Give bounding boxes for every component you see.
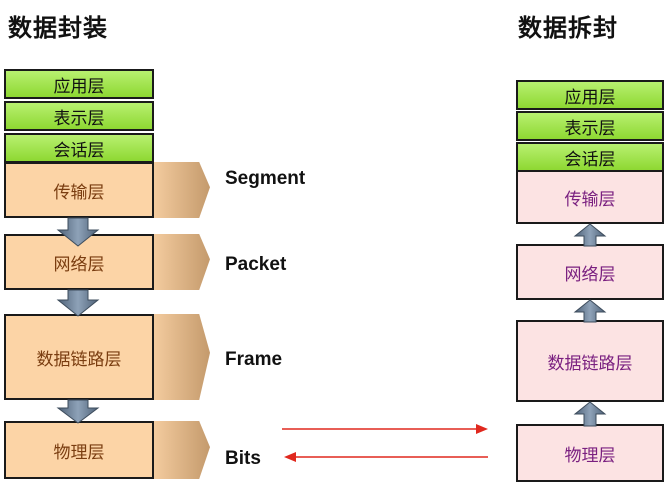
segment-tab — [150, 162, 210, 218]
pdu-segment: Segment — [225, 168, 306, 189]
encapsulation-title: 数据封装 — [8, 14, 108, 42]
down-arrow-icon — [56, 217, 100, 247]
pdu-frame: Frame — [225, 349, 283, 370]
decapsulation-title: 数据拆封 — [518, 14, 618, 42]
up-arrow-icon — [573, 299, 607, 323]
enc-datalink-layer: 数据链路层 — [4, 314, 154, 400]
enc-presentation-layer: 表示层 — [4, 101, 154, 131]
pdu-bits: Bits — [225, 448, 261, 469]
frame-tab — [150, 314, 210, 400]
dec-presentation-layer: 表示层 — [516, 111, 664, 141]
packet-tab — [150, 234, 210, 290]
dec-transport-layer: 传输层 — [516, 170, 664, 224]
dec-session-layer: 会话层 — [516, 142, 664, 172]
dec-network-layer: 网络层 — [516, 244, 664, 300]
enc-transport-layer: 传输层 — [4, 162, 154, 218]
enc-session-layer: 会话层 — [4, 133, 154, 163]
dec-datalink-layer: 数据链路层 — [516, 320, 664, 402]
pdu-packet: Packet — [225, 254, 287, 275]
enc-physical-layer: 物理层 — [4, 421, 154, 479]
dec-physical-layer: 物理层 — [516, 424, 664, 482]
enc-application-layer: 应用层 — [4, 69, 154, 99]
dec-application-layer: 应用层 — [516, 80, 664, 110]
left-arrow-icon — [284, 452, 296, 462]
down-arrow-icon — [56, 289, 100, 317]
down-arrow-icon — [56, 399, 100, 424]
right-arrow-icon — [476, 424, 488, 434]
up-arrow-icon — [573, 223, 607, 247]
bits-tab — [150, 421, 210, 479]
up-arrow-icon — [573, 401, 607, 427]
